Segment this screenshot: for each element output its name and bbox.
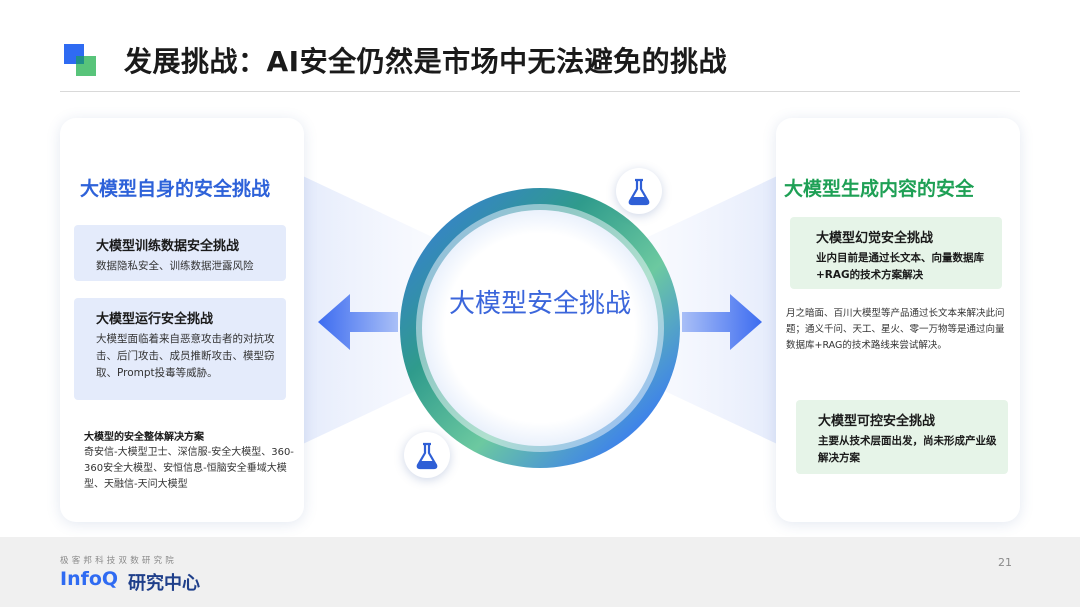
card-title: 大模型幻觉安全挑战 — [816, 231, 934, 246]
training-data-card: 大模型训练数据安全挑战 数据隐私安全、训练数据泄露风险 — [74, 225, 286, 281]
card-title: 大模型可控安全挑战 — [818, 414, 936, 429]
card-text: 数据隐私安全、训练数据泄露风险 — [96, 260, 254, 272]
footer-brand-logo: InfoQ — [60, 568, 119, 590]
controllability-card: 大模型可控安全挑战 主要从技术层面出发，尚未形成产业级解决方案 — [796, 400, 1008, 474]
footer-org: 极客邦科技双数研究院 — [60, 556, 178, 566]
runtime-security-card: 大模型运行安全挑战 大模型面临着来自恶意攻击者的对抗攻击、后门攻击、成员推断攻击… — [74, 298, 286, 400]
top-badge — [616, 168, 662, 214]
slide-header: 发展挑战：AI安全仍然是市场中无法避免的挑战 — [64, 40, 1024, 88]
note-title: 大模型的安全整体解决方案 — [84, 432, 204, 443]
slide-title: 发展挑战：AI安全仍然是市场中无法避免的挑战 — [124, 45, 728, 78]
note-text: 奇安信-大模型卫士、深信服-安全大模型、360-360安全大模型、安恒信息-恒脑… — [84, 447, 294, 490]
left-panel-heading: 大模型自身的安全挑战 — [80, 178, 271, 200]
flask-icon — [416, 442, 438, 470]
right-arrow-icon — [682, 294, 762, 350]
card-text: 大模型面临着来自恶意攻击者的对抗攻击、后门攻击、成员推断攻击、模型窃取、Prom… — [96, 333, 275, 379]
title-divider — [60, 91, 1020, 92]
center-label: 大模型安全挑战 — [448, 289, 631, 319]
slide-logo-icon — [64, 44, 98, 78]
left-arrow-icon — [318, 294, 398, 350]
right-panel: 大模型生成内容的安全 大模型幻觉安全挑战 业内目前是通过长文本、向量数据库+RA… — [776, 118, 1020, 522]
card-text: 主要从技术层面出发，尚未形成产业级解决方案 — [818, 435, 997, 464]
bottom-badge — [404, 432, 450, 478]
card-title: 大模型训练数据安全挑战 — [96, 239, 240, 254]
hallucination-note: 月之暗面、百川大模型等产品通过长文本来解决此问题；通义千问、天工、星火、零一万物… — [786, 308, 1005, 351]
card-text: 业内目前是通过长文本、向量数据库+RAG的技术方案解决 — [816, 252, 984, 281]
hallucination-card: 大模型幻觉安全挑战 业内目前是通过长文本、向量数据库+RAG的技术方案解决 — [790, 217, 1002, 289]
footer-brand-name: 研究中心 — [128, 573, 200, 594]
flask-icon — [628, 178, 650, 206]
card-title: 大模型运行安全挑战 — [96, 312, 214, 327]
right-panel-heading: 大模型生成内容的安全 — [784, 178, 975, 200]
page-number: 21 — [998, 556, 1012, 569]
solutions-note: 大模型的安全整体解决方案 奇安信-大模型卫士、深信服-安全大模型、360-360… — [84, 428, 294, 493]
center-ring — [400, 188, 680, 468]
footer: 极客邦科技双数研究院 InfoQ 研究中心 21 — [0, 537, 1080, 607]
left-panel: 大模型自身的安全挑战 大模型训练数据安全挑战 数据隐私安全、训练数据泄露风险 大… — [60, 118, 304, 522]
